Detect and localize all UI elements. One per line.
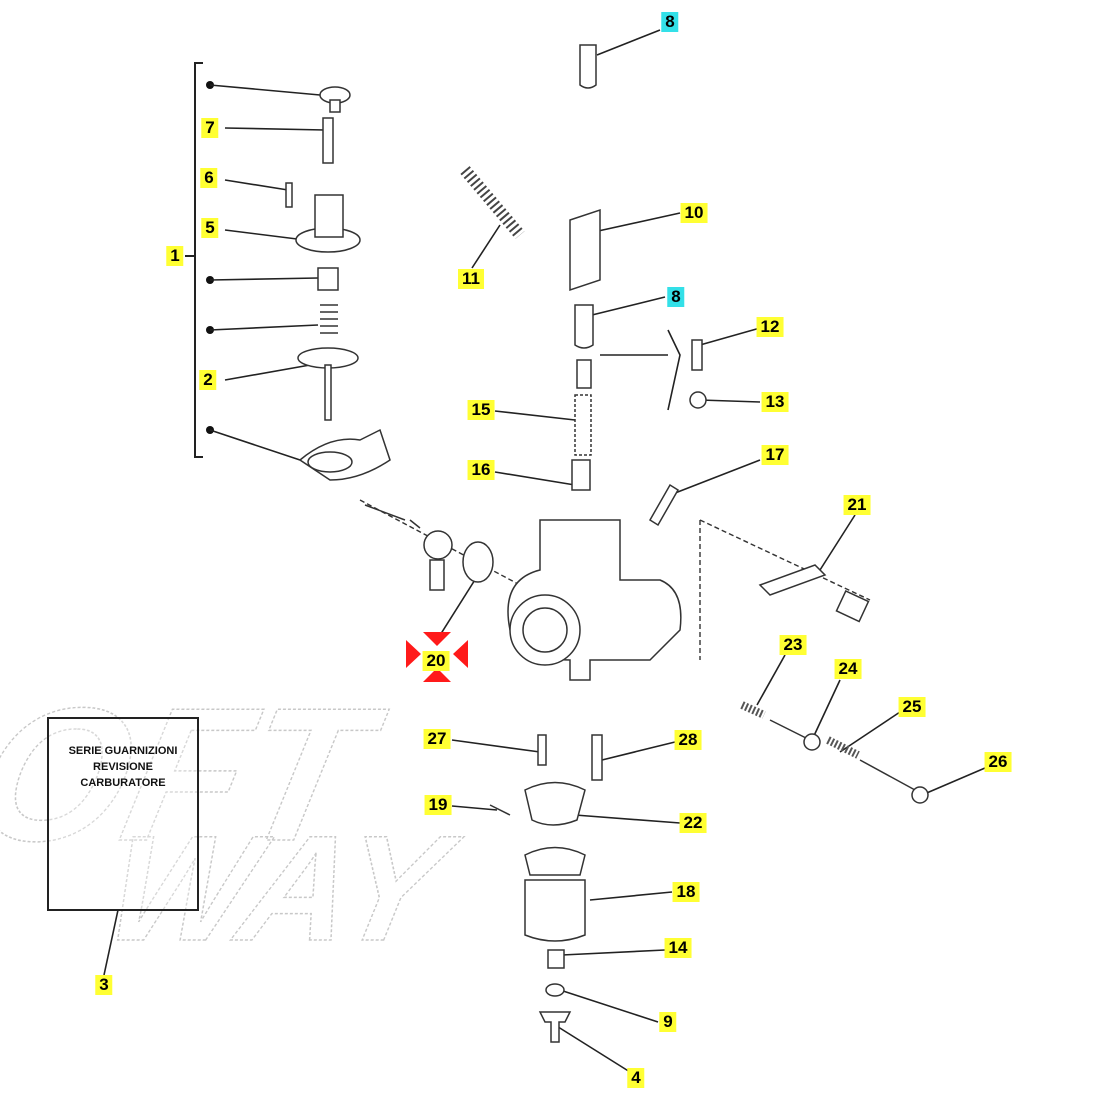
part-label-10[interactable]: 10	[680, 203, 708, 223]
kit-box-line: REVISIONE	[93, 761, 153, 773]
part-label-2[interactable]: 2	[199, 370, 217, 390]
group-bracket	[185, 62, 203, 458]
selected-marker-arrows	[406, 632, 468, 682]
part-label-6[interactable]: 6	[200, 168, 218, 188]
part-label-20-selected[interactable]: 20	[422, 651, 450, 671]
part-label-11[interactable]: 11	[458, 269, 484, 289]
leader-lines	[103, 29, 986, 1073]
part-label-13[interactable]: 13	[761, 392, 789, 412]
part-label-3[interactable]: 3	[95, 975, 113, 995]
part-label-19[interactable]: 19	[424, 795, 452, 815]
part-label-22[interactable]: 22	[679, 813, 707, 833]
kit-box-line: CARBURATORE	[80, 777, 166, 789]
part-label-23[interactable]: 23	[779, 635, 807, 655]
part-label-16[interactable]: 16	[467, 460, 495, 480]
part-label-1[interactable]: 1	[166, 246, 184, 266]
watermark: SOFT WAY	[0, 667, 472, 973]
part-label-12[interactable]: 12	[756, 317, 784, 337]
svg-text:WAY: WAY	[93, 806, 471, 973]
part-label-4[interactable]: 4	[627, 1068, 645, 1088]
parts	[285, 44, 929, 1043]
svg-text:SOFT: SOFT	[0, 668, 398, 881]
part-label-14[interactable]: 14	[664, 938, 692, 958]
part-label-17[interactable]: 17	[761, 445, 789, 465]
part-label-27[interactable]: 27	[423, 729, 451, 749]
part-label-8[interactable]: 8	[661, 12, 679, 32]
kit-box-line: SERIE GUARNIZIONI	[68, 745, 178, 757]
gasket-kit-box: SERIE GUARNIZIONI REVISIONE CARBURATORE	[47, 717, 199, 911]
part-label-21[interactable]: 21	[843, 495, 871, 515]
part-label-8-secondary[interactable]: 8	[667, 287, 685, 307]
part-label-24[interactable]: 24	[834, 659, 862, 679]
part-label-25[interactable]: 25	[898, 697, 926, 717]
part-label-5[interactable]: 5	[201, 218, 219, 238]
part-label-15[interactable]: 15	[467, 400, 495, 420]
part-label-18[interactable]: 18	[672, 882, 700, 902]
part-label-28[interactable]: 28	[674, 730, 702, 750]
part-label-7[interactable]: 7	[201, 118, 219, 138]
part-label-9[interactable]: 9	[659, 1012, 677, 1032]
part-label-26[interactable]: 26	[984, 752, 1012, 772]
